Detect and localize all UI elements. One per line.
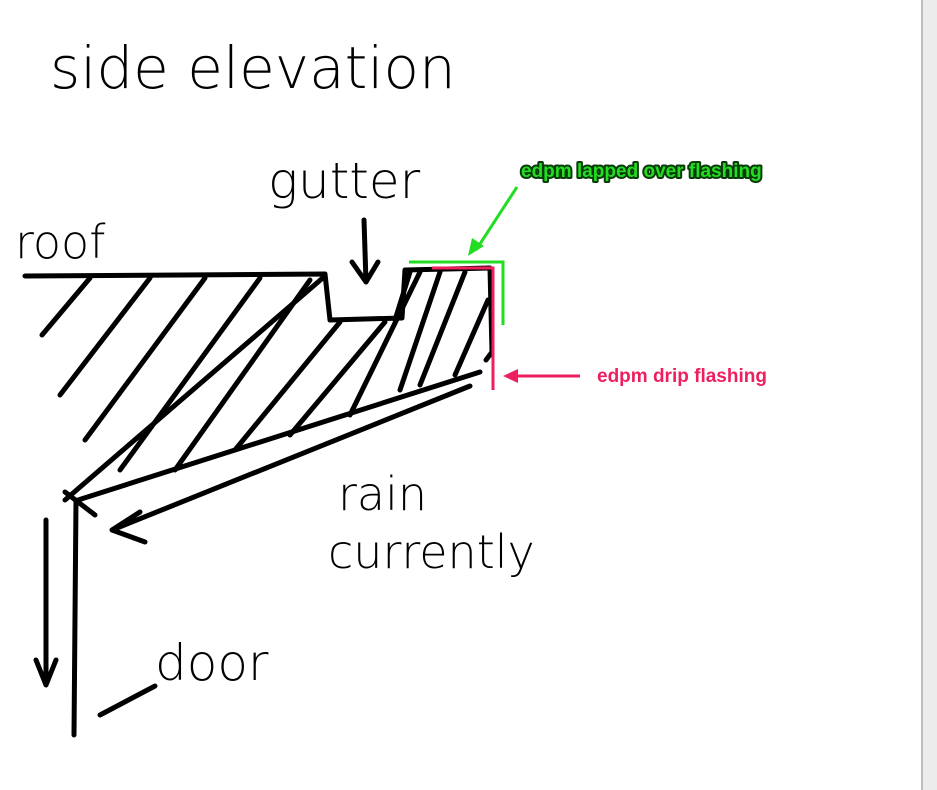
- rain-arrow-icon: [109, 383, 473, 545]
- currently-label: currently: [328, 525, 535, 579]
- gutter-label: gutter: [268, 152, 421, 210]
- wall-line: [71, 497, 79, 738]
- window-border: [921, 0, 937, 790]
- down-arrow-icon: [33, 517, 59, 688]
- title: side elevation: [50, 34, 456, 102]
- green-annotation: edpm lapped over flashing: [409, 159, 764, 325]
- gutter-arrow-icon: [349, 217, 381, 285]
- red-drip-flashing-line: [432, 266, 495, 390]
- roof-label: roof: [15, 215, 106, 269]
- green-arrow-icon: [474, 186, 519, 251]
- hatch-lines: [39, 269, 491, 503]
- red-annotation-text: edpm drip flashing: [597, 366, 767, 387]
- rain-label: rain: [338, 467, 427, 521]
- green-annotation-text: edpm lapped over flashing: [521, 161, 762, 182]
- door-line: [97, 683, 158, 718]
- wall-corner: [62, 489, 98, 518]
- green-flashing-line: [409, 260, 505, 325]
- door-label: door: [155, 634, 269, 692]
- red-annotation: edpm drip flashing: [432, 266, 768, 390]
